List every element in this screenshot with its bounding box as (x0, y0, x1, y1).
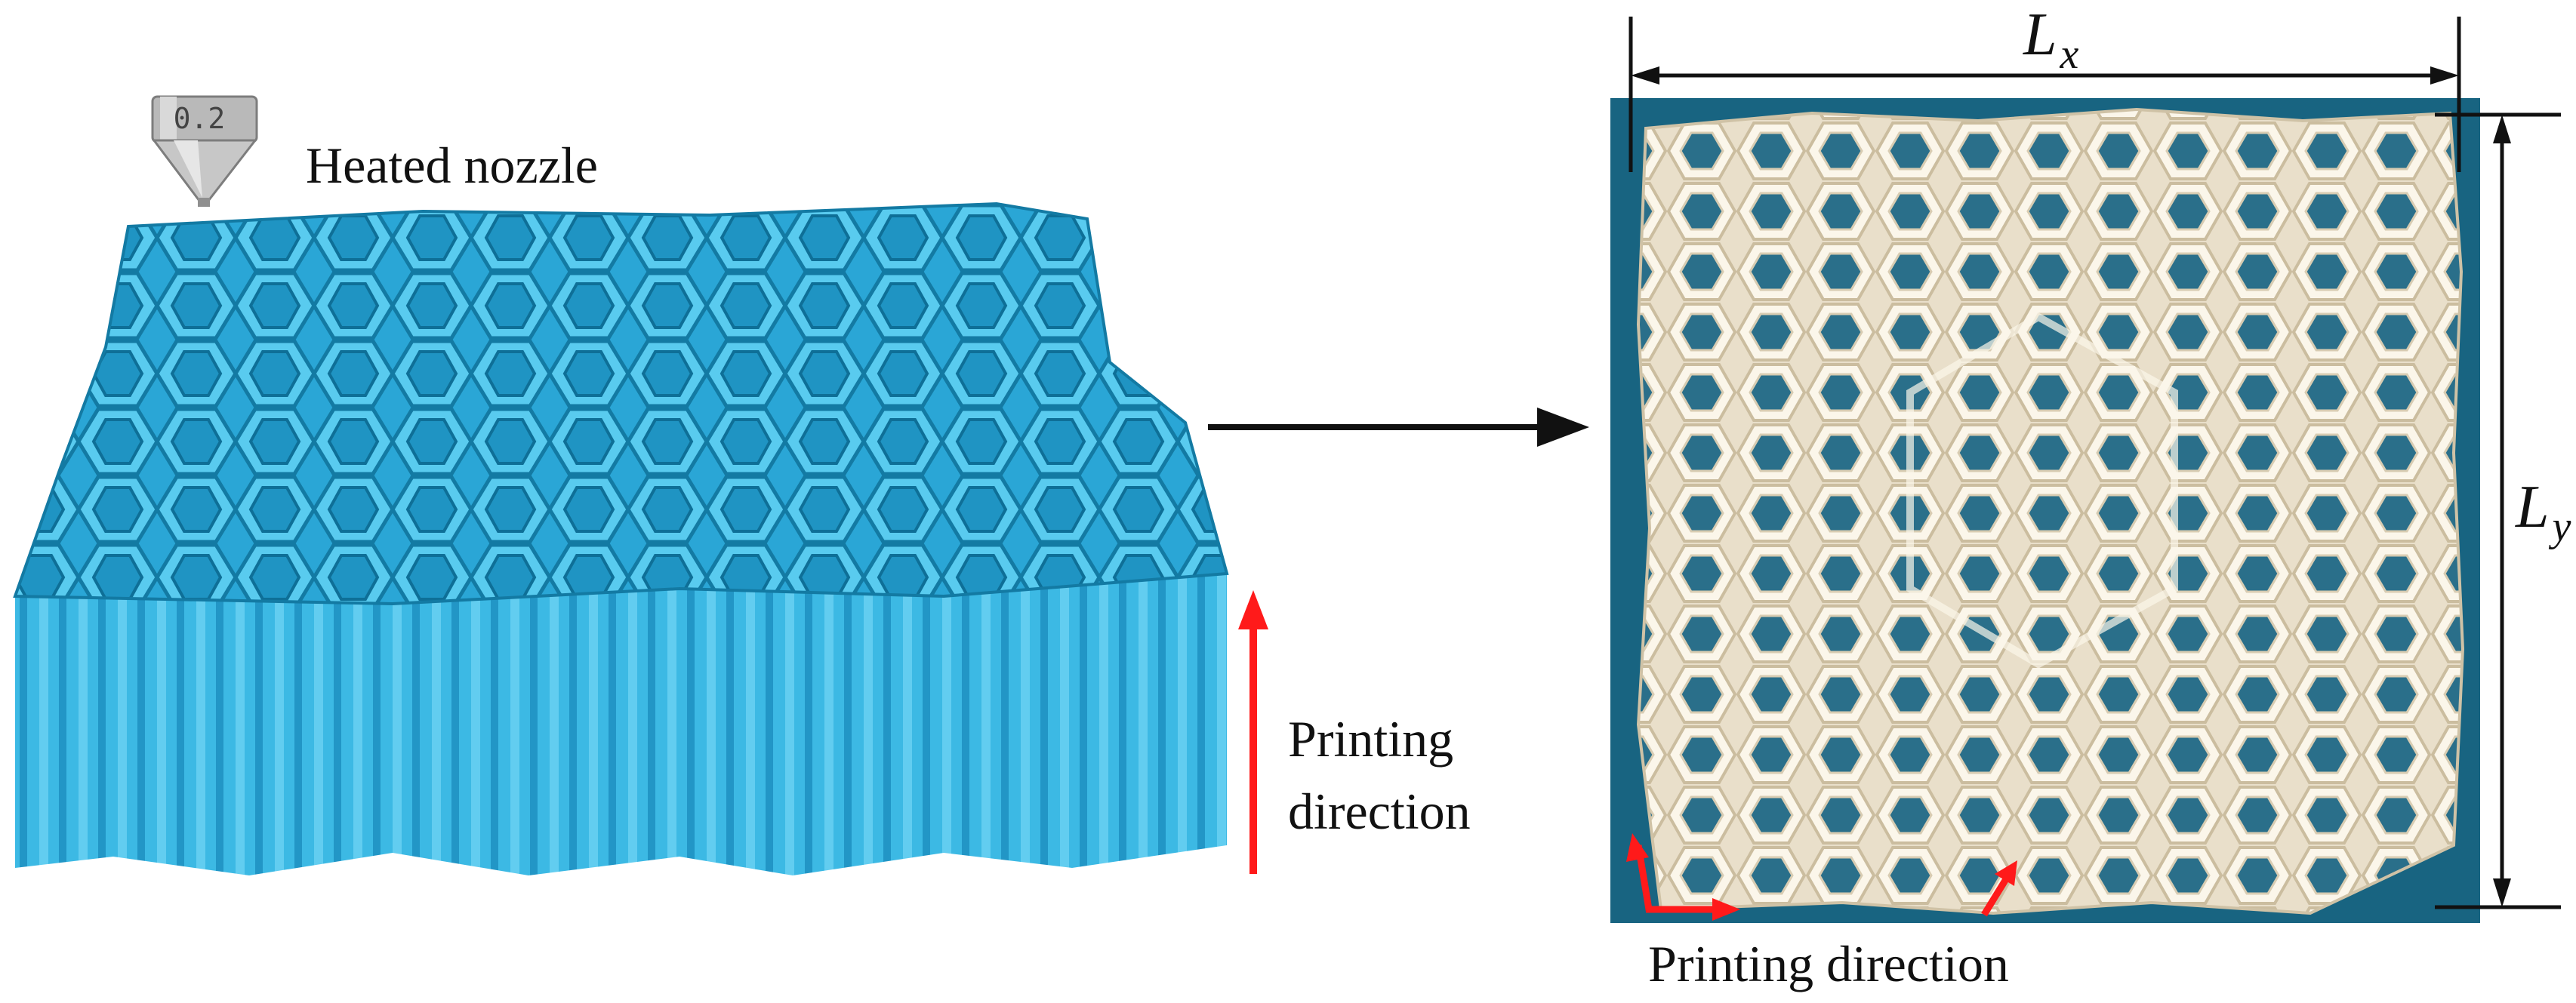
dimension-lx-main: L (2023, 2, 2057, 68)
printed-honeycomb (1636, 107, 2465, 915)
model-top-surface (13, 202, 1229, 606)
printing-direction-label-line1: Printing (1288, 710, 1453, 768)
printing-direction-label-photo: Printing direction (1648, 935, 2009, 992)
printing-direction-arrows-photo (1626, 833, 2017, 921)
dimension-lx (1628, 17, 2461, 172)
heated-nozzle-label: Heated nozzle (306, 137, 598, 194)
nozzle-icon (151, 95, 258, 207)
dimension-ly-sub: y (2549, 503, 2571, 550)
dimension-ly (2435, 112, 2561, 909)
honeycomb-model (13, 202, 1229, 875)
dimension-ly-label: L y (2515, 474, 2571, 550)
transition-arrow (1208, 408, 1589, 447)
printing-direction-arrow-vertical (1238, 590, 1268, 874)
model-side-faces (15, 574, 1227, 875)
nozzle-size-label: 0.2 (174, 102, 226, 135)
dimension-lx-label: L x (2023, 2, 2079, 78)
printing-direction-label-line2: direction (1288, 783, 1471, 840)
specimen-photo (1610, 98, 2480, 923)
dimension-lx-sub: x (2060, 31, 2079, 78)
dimension-ly-main: L (2515, 474, 2550, 540)
